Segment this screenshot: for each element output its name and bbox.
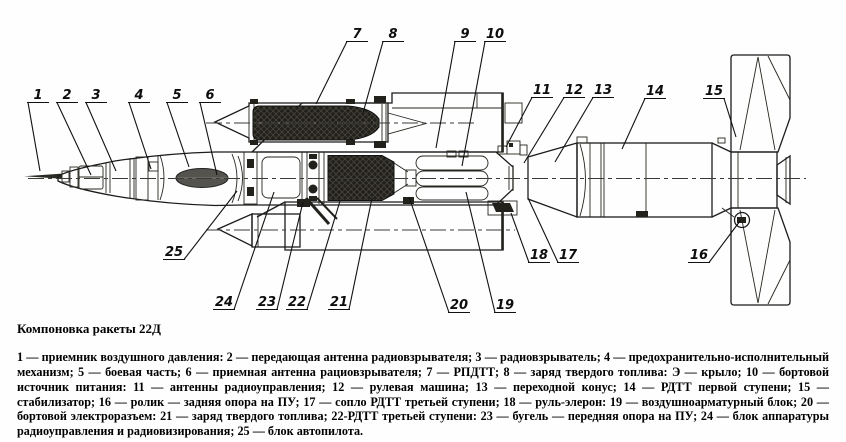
callout-2: 2 [56, 88, 92, 176]
transmit-antenna [78, 165, 104, 190]
callout-20: 20 [408, 196, 470, 314]
caption-block: Компоновка ракеты 22Д 1 — приемник возду… [0, 318, 846, 439]
callout-3: 3 [85, 88, 117, 172]
callout-4: 4 [128, 88, 152, 170]
svg-text:9: 9 [460, 27, 469, 42]
callout-6: 6 [199, 88, 221, 176]
svg-text:12: 12 [565, 83, 583, 98]
steering-machine [301, 152, 338, 225]
first-stage-case [576, 142, 713, 218]
svg-text:7: 7 [352, 27, 362, 42]
svg-text:15: 15 [705, 84, 723, 99]
centerlines [28, 122, 806, 231]
stabilizer-bottom-fin [730, 207, 791, 306]
svg-text:25: 25 [165, 245, 183, 260]
callout-25: 25 [163, 190, 238, 261]
callout-7: 7 [315, 27, 368, 105]
callout-19: 19 [465, 191, 516, 314]
svg-text:13: 13 [594, 83, 612, 98]
first-stage [527, 54, 791, 306]
callout-1: 1 [27, 88, 49, 172]
bottom-booster [216, 213, 301, 248]
callout-10: 10 [461, 27, 506, 167]
callout-13: 13 [554, 83, 614, 163]
electrical-connector [403, 197, 414, 204]
svg-text:2: 2 [62, 88, 71, 103]
pitot-probe [24, 173, 62, 179]
svg-text:4: 4 [133, 88, 143, 103]
air-armature-block [415, 150, 489, 201]
svg-text:8: 8 [388, 27, 397, 42]
svg-text:23: 23 [258, 295, 276, 310]
callout-18: 18 [510, 212, 550, 264]
radio-control-apparatus [261, 156, 301, 199]
svg-text:17: 17 [559, 248, 578, 263]
callout-15: 15 [703, 84, 737, 138]
booster-inlet-cone [387, 112, 428, 135]
rudder-aileron [487, 200, 518, 216]
svg-text:10: 10 [486, 27, 504, 42]
callout-23: 23 [256, 201, 304, 311]
svg-text:5: 5 [172, 88, 181, 103]
callout-22: 22 [286, 200, 341, 311]
figure-title: Компоновка ракеты 22Д [17, 321, 162, 336]
svg-text:14: 14 [646, 84, 664, 99]
svg-text:6: 6 [205, 88, 214, 103]
callout-17: 17 [527, 197, 579, 264]
callout-16: 16 [688, 220, 741, 264]
svg-text:3: 3 [91, 88, 100, 103]
roller-support [721, 207, 751, 229]
stabilizer-top-fin [730, 54, 791, 153]
svg-text:20: 20 [450, 298, 468, 313]
transition-cone [527, 142, 578, 218]
autopilot-frame [243, 151, 258, 205]
svg-text:19: 19 [496, 298, 514, 313]
callout-9: 9 [435, 27, 476, 149]
callout-14: 14 [621, 84, 666, 150]
svg-text:1: 1 [33, 88, 42, 103]
figure-legend: 1 — приемник воздушного давления: 2 — пе… [17, 350, 829, 439]
svg-text:24: 24 [215, 295, 233, 310]
front-lug [297, 199, 310, 207]
callout-24: 24 [213, 191, 275, 311]
top-booster [213, 96, 428, 148]
svg-text:21: 21 [330, 295, 348, 310]
rocket-diagram: 1234567891011121314151617181920212223242… [24, 27, 806, 314]
svg-text:18: 18 [530, 248, 548, 263]
callout-11: 11 [505, 83, 553, 148]
callout-5: 5 [166, 88, 190, 168]
radio-control-antennas [497, 140, 528, 156]
callout-12: 12 [523, 83, 585, 164]
svg-text:11: 11 [533, 83, 551, 98]
third-stage-charge [327, 155, 395, 201]
svg-text:16: 16 [690, 248, 708, 263]
missile-body [24, 140, 528, 225]
svg-text:22: 22 [288, 295, 306, 310]
first-stage-nozzle [776, 154, 791, 206]
callout-8: 8 [362, 27, 404, 114]
callout-21: 21 [328, 197, 373, 311]
